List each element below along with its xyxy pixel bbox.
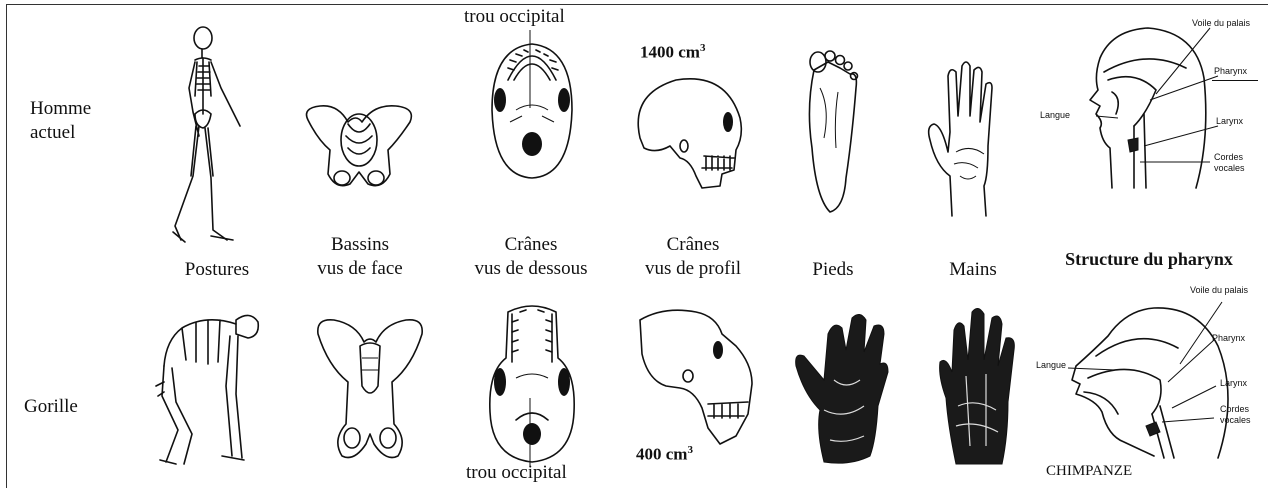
caption-cranes-profil: Crânes vus de profil	[618, 233, 768, 281]
chimp-label-cordes: Cordes vocales	[1220, 404, 1251, 426]
chimp-label-pharynx: Pharynx	[1212, 333, 1245, 343]
chimp-label-cordes-line1: Cordes	[1220, 404, 1251, 415]
volume-human-exponent: 3	[700, 42, 706, 54]
gorilla-foramen-pointer	[525, 398, 535, 468]
row-label-gorilla: Gorille	[24, 395, 78, 419]
human-pelvis-illustration	[298, 100, 420, 196]
human-pharynx-leader-lines	[1060, 20, 1240, 180]
gorilla-skull-profile-illustration	[636, 304, 756, 446]
caption-cranes-dessous-line1: Crânes	[456, 233, 606, 257]
human-label-pharynx: Pharynx	[1214, 66, 1247, 76]
human-label-larynx: Larynx	[1216, 116, 1243, 126]
chimp-label-langue: Langue	[1036, 360, 1066, 370]
human-label-cordes-line1: Cordes	[1214, 152, 1245, 163]
caption-mains: Mains	[930, 258, 1016, 282]
chimp-label-voile: Voile du palais	[1190, 285, 1248, 295]
human-label-voile: Voile du palais	[1192, 18, 1250, 28]
gorilla-hand-illustration	[936, 306, 1020, 468]
caption-pieds: Pieds	[790, 258, 876, 282]
caption-bassins-line2: vus de face	[300, 257, 420, 281]
chimp-label-larynx: Larynx	[1220, 378, 1247, 388]
volume-gorilla-value: 400 cm	[636, 445, 687, 464]
gorilla-pelvis-illustration	[312, 316, 428, 464]
label-chimpanze: CHIMPANZE	[1046, 463, 1132, 480]
human-skeleton-illustration	[165, 26, 255, 248]
caption-pharynx-title: Structure du pharynx	[1046, 247, 1252, 271]
label-trou-occipital-top: trou occipital	[464, 6, 565, 28]
label-trou-occipital-bottom: trou occipital	[466, 462, 567, 484]
caption-cranes-profil-line2: vus de profil	[618, 257, 768, 281]
human-skull-profile-illustration	[630, 74, 746, 192]
row-label-human: Homme actuel	[30, 97, 91, 145]
human-foot-illustration	[800, 48, 864, 216]
human-label-cordes-line2: vocales	[1214, 163, 1245, 174]
human-label-langue: Langue	[1040, 110, 1070, 120]
caption-bassins: Bassins vus de face	[300, 233, 420, 281]
label-volume-gorilla: 400 cm3	[636, 444, 693, 465]
chimp-pharynx-leader-lines	[1040, 296, 1240, 436]
human-label-cordes: Cordes vocales	[1214, 152, 1245, 174]
caption-cranes-dessous: Crânes vus de dessous	[456, 233, 606, 281]
caption-cranes-profil-line1: Crânes	[618, 233, 768, 257]
volume-gorilla-exponent: 3	[687, 444, 693, 456]
gorilla-skeleton-illustration	[152, 306, 262, 466]
pharynx-underline	[1212, 80, 1258, 81]
caption-postures: Postures	[164, 258, 270, 282]
chimp-label-cordes-line2: vocales	[1220, 415, 1251, 426]
label-volume-human: 1400 cm3	[640, 42, 705, 63]
human-foramen-pointer	[525, 30, 535, 110]
caption-bassins-line1: Bassins	[300, 233, 420, 257]
human-hand-illustration	[926, 56, 1010, 222]
caption-cranes-dessous-line2: vus de dessous	[456, 257, 606, 281]
gorilla-foot-illustration	[794, 310, 890, 466]
volume-human-value: 1400 cm	[640, 43, 700, 62]
